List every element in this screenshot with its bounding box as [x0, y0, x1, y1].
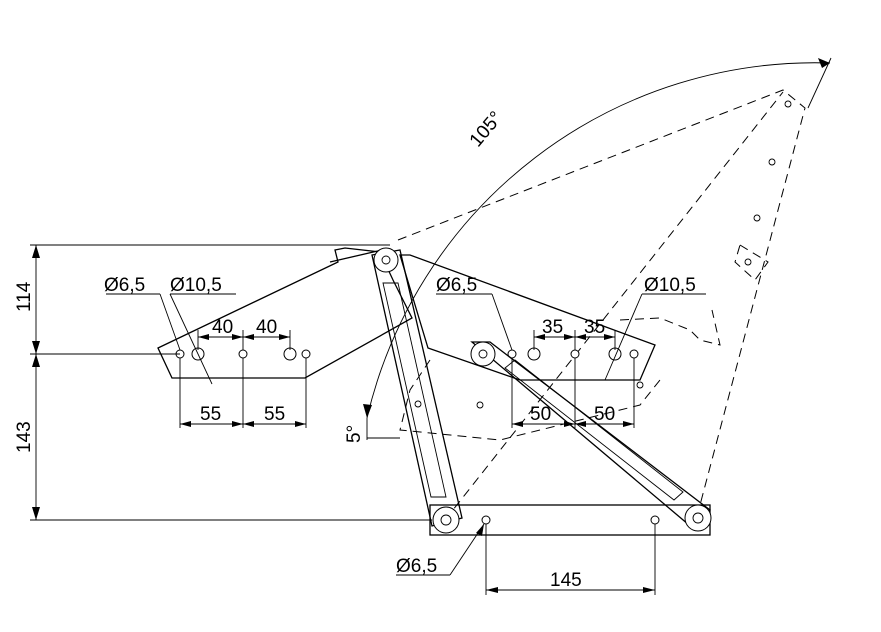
left-plate-dimensions: Ø6,5 Ø10,5 40 40 55 55: [104, 275, 307, 428]
height-143-label: 143: [14, 421, 35, 453]
left-hole-large-label: Ø10,5: [170, 275, 222, 296]
height-114-label: 114: [14, 281, 35, 312]
base-dimensions: 145 Ø6,5: [396, 523, 656, 595]
vertical-dimensions: 114 143: [14, 244, 432, 521]
left-hole-small-2: [238, 349, 248, 359]
left-spacing-40b-label: 40: [256, 317, 277, 338]
left-hole-small-label: Ø6,5: [104, 275, 145, 296]
angle-105-label: 105°: [466, 108, 507, 152]
right-hole-large-label: Ø10,5: [644, 275, 696, 296]
right-spacing-50b-label: 50: [594, 404, 615, 425]
angle-105-dimension: 105°: [363, 57, 832, 419]
base-hole-1: [481, 515, 491, 525]
angle-5-label: 5°: [344, 425, 365, 443]
angle-5-dimension: 5°: [344, 418, 400, 443]
left-mounting-plate: [157, 247, 413, 379]
long-arm: [371, 247, 463, 534]
base-plate: [429, 504, 711, 536]
base-hole-2: [650, 515, 660, 525]
right-spacing-35b-label: 35: [584, 317, 605, 338]
left-spacing-55b-label: 55: [264, 404, 285, 425]
open-position-outline: [397, 89, 806, 521]
base-hole-label: Ø6,5: [396, 556, 437, 577]
right-hole-small-3: [629, 349, 639, 359]
right-spacing-35a-label: 35: [542, 317, 563, 338]
right-plate-dimensions: Ø6,5 Ø10,5 35 35 50 50: [436, 275, 706, 428]
base-spacing-label: 145: [550, 570, 582, 591]
left-spacing-55a-label: 55: [200, 404, 221, 425]
left-spacing-40a-label: 40: [212, 317, 233, 338]
right-hole-small-label: Ø6,5: [436, 275, 477, 296]
cross-arm: [470, 341, 712, 532]
right-mounting-plate: [399, 254, 656, 381]
left-hole-small-3: [301, 349, 311, 359]
right-hole-small-2: [570, 349, 580, 359]
right-spacing-50a-label: 50: [530, 404, 551, 425]
